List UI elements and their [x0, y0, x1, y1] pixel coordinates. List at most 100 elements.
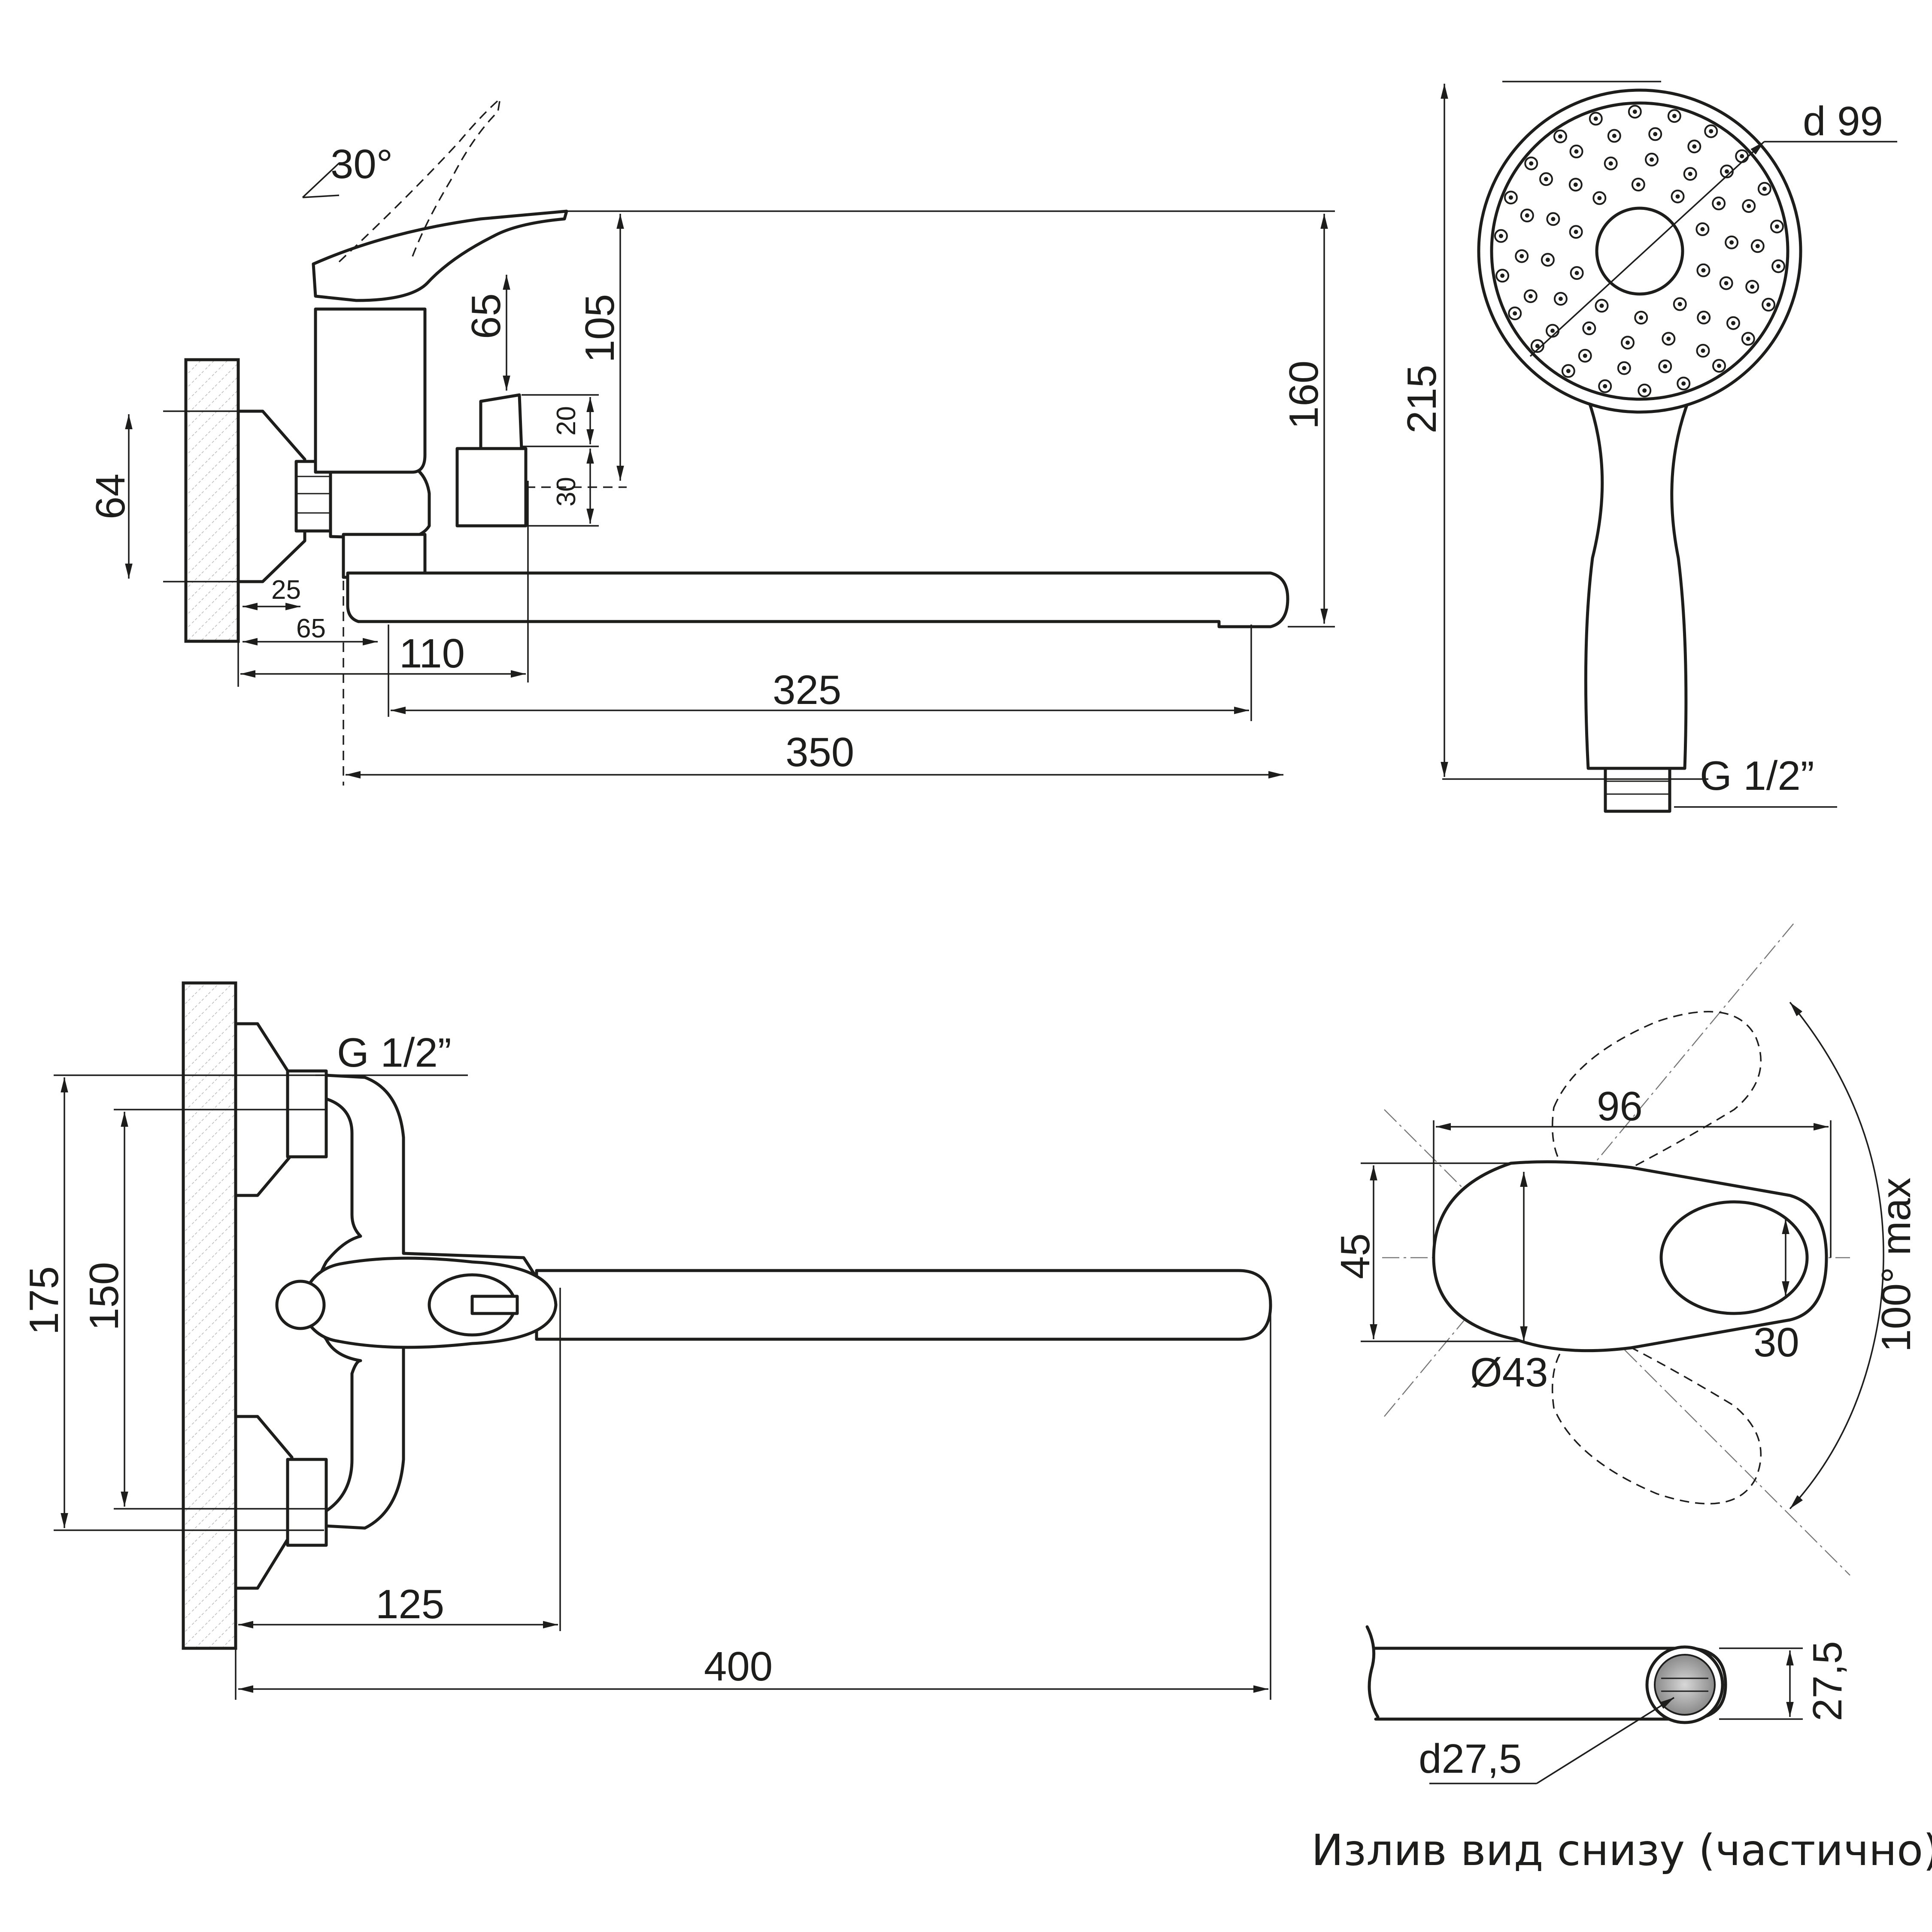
nozzle-dot: [1535, 344, 1540, 349]
lever-height: 45: [1332, 1233, 1378, 1279]
spout-diameter: d27,5: [1419, 1736, 1522, 1782]
nozzle-dot: [1603, 384, 1607, 388]
dim-160: 160: [1281, 361, 1327, 429]
nozzle-dot: [1677, 302, 1682, 306]
dim-150: 150: [81, 1262, 127, 1331]
escutcheon-lower: [234, 1415, 294, 1590]
shower-head-view: 215 d 99 G 1/2”: [1399, 81, 1897, 813]
nozzle-dot: [1650, 157, 1654, 162]
nozzle-dot: [1513, 311, 1517, 316]
nozzle-dot: [1701, 349, 1705, 353]
nozzle-dot: [1746, 337, 1750, 341]
nozzle-dot: [1701, 268, 1706, 273]
nozzle-dot: [1574, 230, 1578, 234]
dim-25: 25: [271, 575, 301, 605]
nozzle-dot: [1608, 161, 1613, 166]
nozzle-dot: [1675, 194, 1680, 199]
nozzle-dot: [1500, 273, 1505, 278]
nozzle-dot: [1558, 134, 1562, 139]
spout-height: 27,5: [1805, 1641, 1850, 1721]
lever-raised-outline: [338, 97, 501, 263]
nozzle-dot: [1544, 177, 1548, 182]
spout-bottom-view: 27,5 d27,5 Излив вид снизу (частично): [1311, 1625, 1932, 1875]
nozzle-dot: [1583, 353, 1587, 358]
nozzle-dot: [1717, 364, 1721, 368]
lever-width: 96: [1597, 1083, 1643, 1129]
dim-20: 20: [552, 406, 581, 436]
nozzle-dot: [1762, 186, 1767, 191]
lever-rotation: 100° max: [1873, 1177, 1919, 1352]
nozzle-dot: [1558, 297, 1563, 301]
side-view: 30° 64 25 65 110 325 350 65 105 20: [88, 97, 1335, 786]
nozzle-dot: [1747, 204, 1751, 208]
angle-label: 30°: [331, 141, 393, 187]
nozzle-dot: [1750, 285, 1755, 289]
nozzle-dot: [1681, 381, 1686, 386]
lever-rotated-lower: [1551, 1325, 1762, 1504]
shower-nozzles: [1494, 105, 1786, 397]
shower-thread: [1604, 767, 1671, 813]
nozzle-dot: [1672, 114, 1677, 118]
nozzle-dot: [1574, 149, 1579, 154]
nozzle-dot: [1740, 154, 1744, 158]
nozzle-dot: [1508, 195, 1513, 200]
cap-nut: [275, 1280, 326, 1330]
dim-65-bottom: 65: [296, 614, 326, 643]
shower-face-outer: [1477, 88, 1802, 414]
nozzle-dot: [1574, 271, 1579, 275]
nozzle-dot: [1776, 264, 1781, 269]
lever-inner: 30: [1753, 1319, 1799, 1365]
nozzle-dot: [1566, 369, 1571, 373]
nozzle-dot: [1622, 366, 1626, 370]
nozzle-dot: [1688, 172, 1692, 176]
mixer-cartridge-body: [314, 307, 427, 474]
nozzle-dot: [1724, 281, 1729, 285]
nozzle-dot: [1729, 240, 1734, 245]
dim-125: 125: [376, 1581, 444, 1627]
lever-top-slot: [470, 1295, 519, 1315]
lever-view: 30 Ø43 96 45 100° max: [1332, 922, 1919, 1576]
nozzle-dot: [1717, 201, 1721, 206]
nozzle-dot: [1597, 196, 1602, 200]
spout-aerator: [1654, 1654, 1716, 1716]
nozzle-dot: [1529, 161, 1534, 166]
nozzle-dot: [1528, 294, 1533, 298]
nozzle-dot: [1551, 217, 1556, 221]
nut-lower: [286, 1458, 328, 1547]
nozzle-dot: [1612, 133, 1617, 138]
shower-thread-label: G 1/2”: [1700, 753, 1814, 799]
dim-110: 110: [399, 631, 465, 676]
nozzle-dot: [1731, 321, 1735, 325]
spout-caption: Излив вид снизу (частично): [1311, 1825, 1932, 1875]
dim-325: 325: [773, 667, 841, 713]
nozzle-dot: [1639, 315, 1644, 320]
nozzle-dot: [1709, 129, 1714, 133]
nozzle-dot: [1666, 337, 1671, 341]
nut-upper: [286, 1069, 328, 1159]
dim-64: 64: [88, 473, 133, 519]
nozzle-dot: [1550, 328, 1555, 333]
shower-center: [1595, 206, 1684, 296]
nozzle-dot: [1545, 258, 1550, 262]
nozzle-dot: [1701, 315, 1706, 320]
nozzle-dot: [1766, 302, 1771, 307]
dim-400: 400: [704, 1644, 773, 1689]
spout-housing: [342, 533, 427, 579]
nozzle-dot: [1653, 132, 1658, 136]
nozzle-dot: [1626, 340, 1630, 345]
nozzle-dot: [1774, 224, 1779, 229]
spout-top: [535, 1269, 1272, 1341]
nozzle-dot: [1636, 182, 1641, 187]
shower-diameter: d 99: [1803, 98, 1883, 144]
wall-section-top: [182, 981, 237, 1650]
nozzle-dot: [1525, 213, 1529, 218]
angle-symbol: [302, 162, 340, 198]
nozzle-dot: [1587, 326, 1592, 331]
dim-175: 175: [21, 1266, 67, 1335]
dim-65-vertical: 65: [463, 293, 509, 339]
spout: [346, 571, 1289, 628]
lever-hole: [1659, 1200, 1809, 1315]
nozzle-dot: [1632, 109, 1637, 114]
spout-bottom-break: [1365, 1625, 1380, 1719]
